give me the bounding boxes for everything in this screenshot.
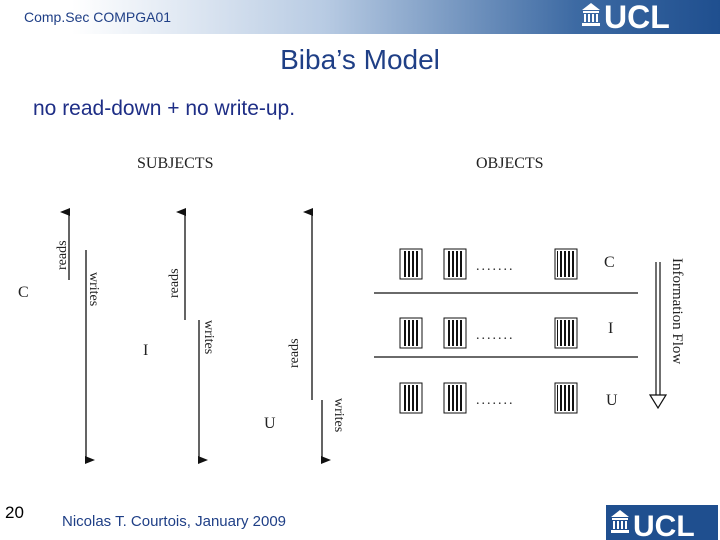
info-flow-arrowhead bbox=[648, 394, 668, 410]
document-icon-lines bbox=[557, 320, 574, 346]
object-row-c bbox=[399, 248, 578, 280]
object-row-i bbox=[399, 317, 578, 349]
document-icon-lines bbox=[402, 251, 419, 277]
ucl-logo-text: UCL bbox=[604, 0, 670, 32]
biba-diagram: SUBJECTS OBJECTS C I U reads writes read… bbox=[18, 155, 685, 464]
object-level-i: I bbox=[608, 320, 613, 337]
i-reads-label: reads bbox=[167, 268, 182, 298]
c-reads-label: reads bbox=[55, 240, 70, 270]
header-bar bbox=[0, 0, 720, 34]
slide-subtitle: no read-down + no write-up. bbox=[33, 97, 296, 120]
object-row-u bbox=[399, 382, 578, 414]
ellipsis-u: ....... bbox=[476, 393, 515, 408]
subject-level-u: U bbox=[264, 415, 276, 432]
document-icon-lines bbox=[446, 251, 463, 277]
object-level-c: C bbox=[604, 254, 615, 271]
course-code: Comp.Sec COMPGA01 bbox=[24, 9, 172, 25]
info-flow-label: Information Flow bbox=[669, 258, 685, 364]
document-icon-lines bbox=[446, 385, 463, 411]
c-writes-label: writes bbox=[86, 272, 101, 306]
document-icon-lines bbox=[557, 251, 574, 277]
ucl-portico-icon bbox=[611, 510, 629, 533]
document-icon-lines bbox=[446, 320, 463, 346]
objects-heading: OBJECTS bbox=[476, 155, 544, 172]
object-level-u: U bbox=[606, 392, 618, 409]
ucl-logo-top: UCL bbox=[582, 0, 670, 32]
subjects-heading: SUBJECTS bbox=[137, 155, 213, 172]
i-writes-label: writes bbox=[201, 320, 216, 354]
document-icon-lines bbox=[402, 320, 419, 346]
ellipsis-i: ....... bbox=[476, 328, 515, 343]
slide-title: Biba’s Model bbox=[280, 44, 440, 75]
ucl-portico-icon bbox=[582, 3, 600, 26]
footer-author-date: Nicolas T. Courtois, January 2009 bbox=[62, 513, 287, 530]
slide-number: 20 bbox=[5, 503, 24, 522]
ellipsis-c: ....... bbox=[476, 259, 515, 274]
document-icon-lines bbox=[402, 385, 419, 411]
subject-level-c: C bbox=[18, 284, 29, 301]
subject-level-i: I bbox=[143, 342, 148, 359]
u-writes-label: writes bbox=[331, 398, 346, 432]
document-icon-lines bbox=[557, 385, 574, 411]
ucl-logo-bottom: UCL bbox=[606, 505, 718, 540]
ucl-logo-bottom-text: UCL bbox=[633, 510, 695, 540]
u-reads-label: reads bbox=[287, 338, 302, 368]
